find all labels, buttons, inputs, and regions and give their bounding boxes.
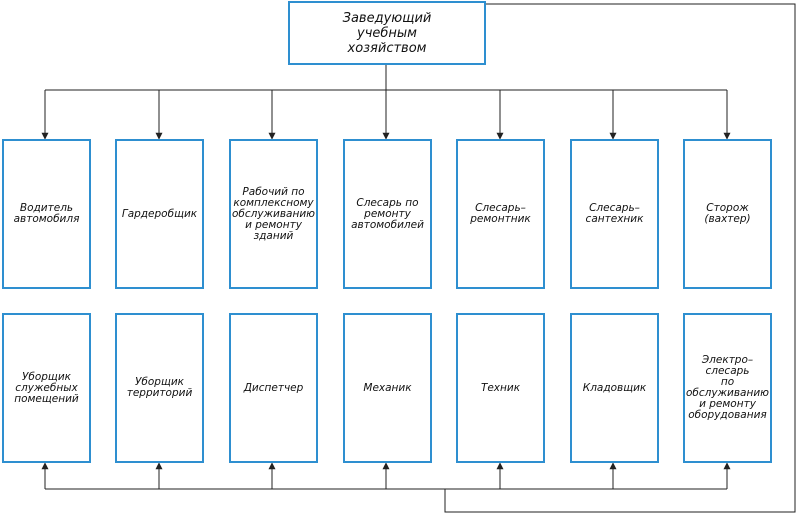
bottom-box-7-label: Электро– слесарь по обслуживанию и ремон… [685,354,770,421]
top-box-3: Рабочий по комплексному обслуживанию и р… [229,139,318,289]
bottom-box-2: Уборщик территорий [115,313,204,463]
bottom-box-4: Механик [343,313,432,463]
top-box-1: Водитель автомобиля [2,139,91,289]
bottom-box-6-label: Кладовщик [582,381,647,394]
top-box-2: Гардеробщик [115,139,204,289]
bottom-box-5-label: Техник [480,381,521,394]
bottom-box-3: Диспетчер [229,313,318,463]
top-box-7: Сторож (вахтер) [683,139,772,289]
bottom-box-2-label: Уборщик территорий [126,376,193,399]
top-box-6-label: Слесарь– сантехник [585,202,644,225]
top-box-6: Слесарь– сантехник [570,139,659,289]
bottom-box-1: Уборщик служебных помещений [2,313,91,463]
bottom-box-6: Кладовщик [570,313,659,463]
top-box-1-label: Водитель автомобиля [13,202,80,225]
bottom-box-4-label: Механик [363,381,412,394]
top-box-5-label: Слесарь– ремонтник [470,202,531,225]
top-box-4-label: Слесарь по ремонту автомобилей [351,196,424,231]
bottom-box-1-label: Уборщик служебных помещений [14,370,79,405]
top-box-4: Слесарь по ремонту автомобилей [343,139,432,289]
bottom-box-5: Техник [456,313,545,463]
top-box-7-label: Сторож (вахтер) [704,202,751,225]
head-label: Заведующий учебным хозяйством [342,10,432,56]
bottom-box-7: Электро– слесарь по обслуживанию и ремон… [683,313,772,463]
bottom-box-3-label: Диспетчер [243,381,304,394]
head-box: Заведующий учебным хозяйством [288,1,486,65]
outer-return-line [444,3,796,513]
top-box-5: Слесарь– ремонтник [456,139,545,289]
top-box-3-label: Рабочий по комплексному обслуживанию и р… [231,185,316,242]
top-box-2-label: Гардеробщик [121,207,198,220]
